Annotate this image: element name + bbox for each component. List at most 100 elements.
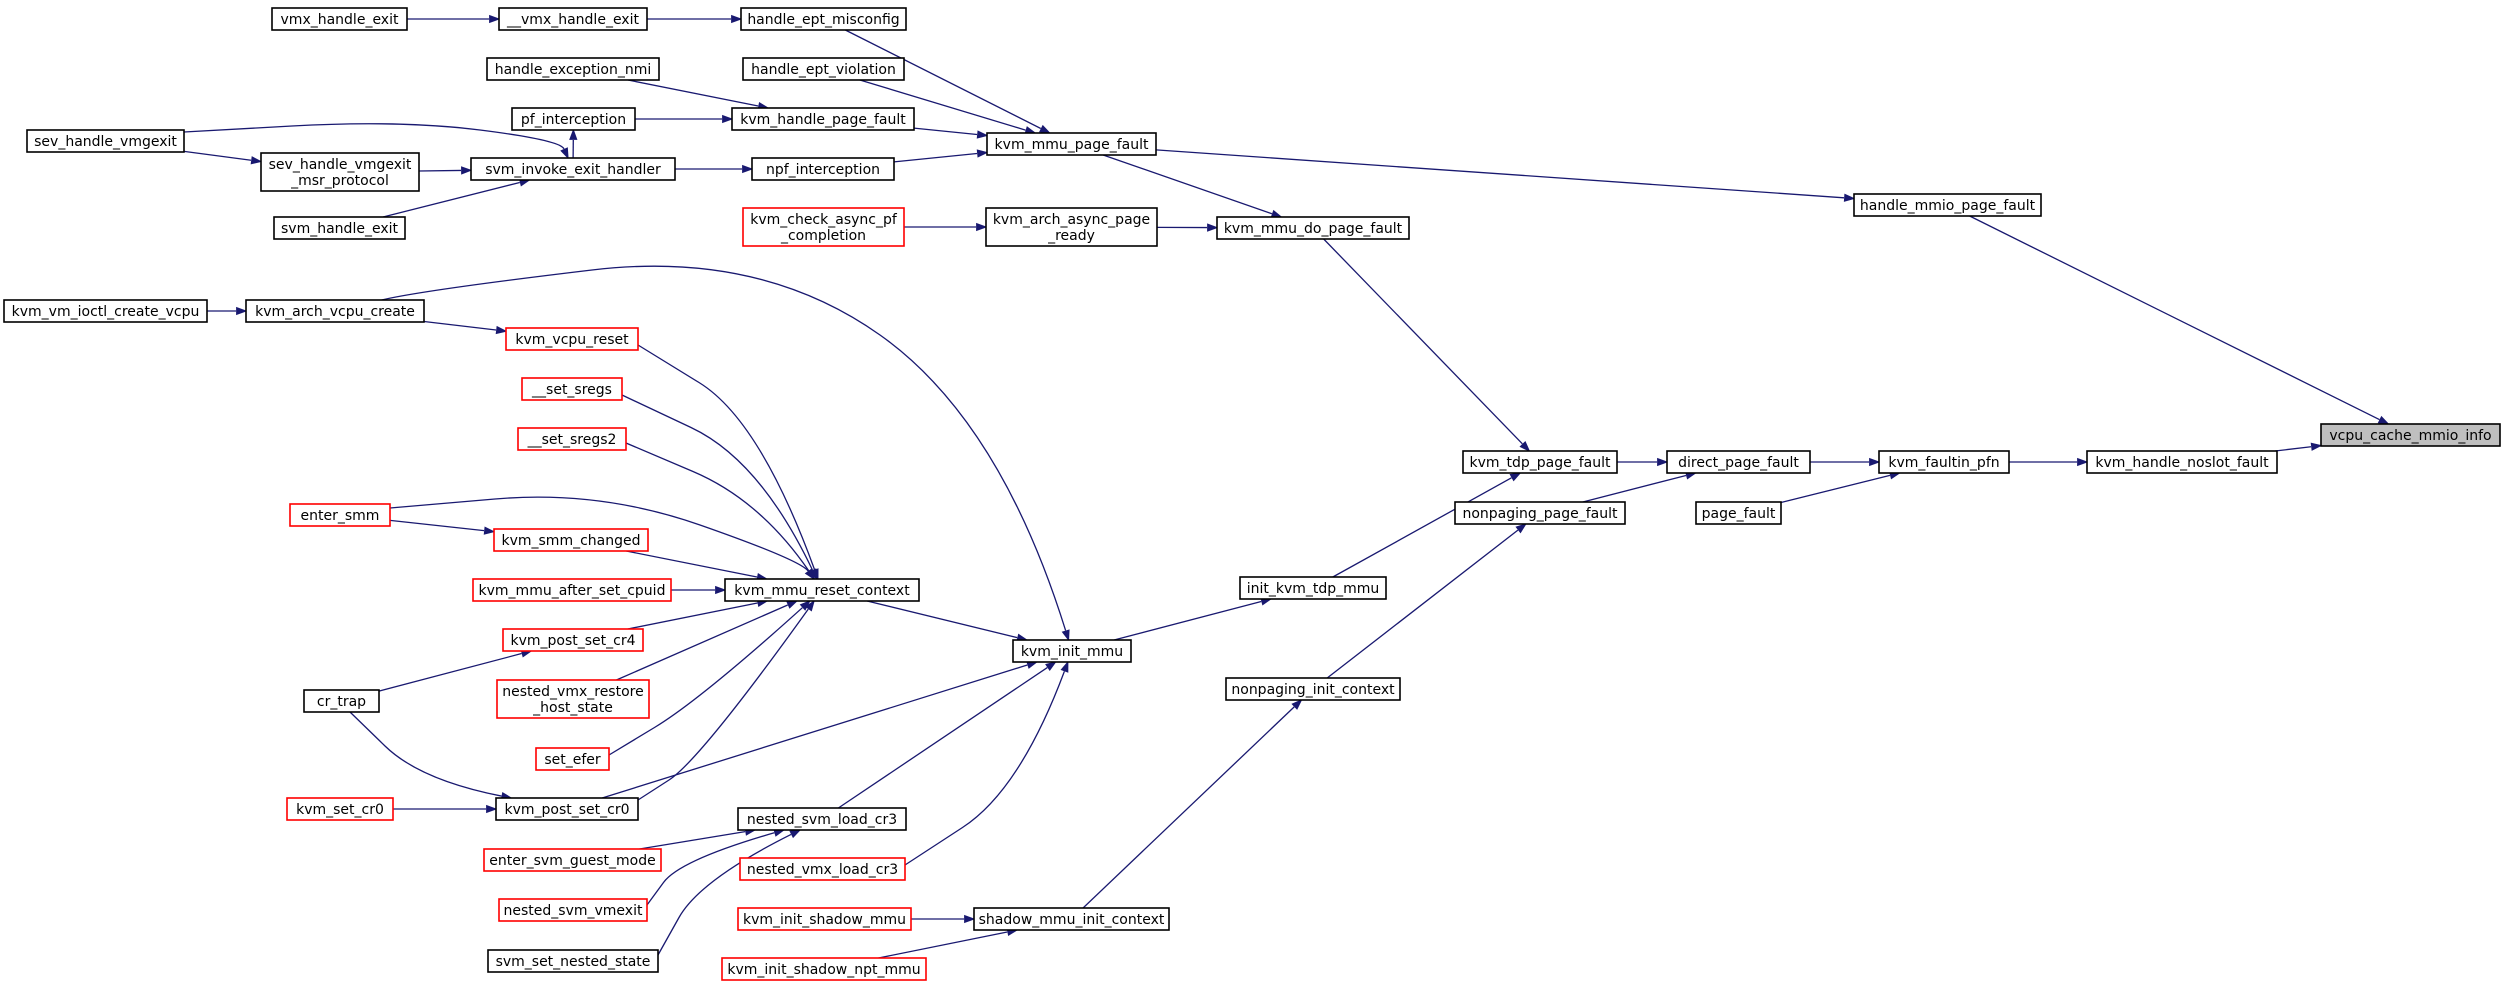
node-box[interactable] xyxy=(2086,450,2278,474)
node-box[interactable] xyxy=(731,107,915,131)
node-nested-vmx-load-cr3[interactable]: nested_vmx_load_cr3 xyxy=(739,857,906,881)
node-box[interactable] xyxy=(493,528,649,552)
node-nested-vmx-restore-host-state[interactable]: nested_vmx_restore_host_state xyxy=(496,679,650,719)
node-box[interactable] xyxy=(1695,501,1782,525)
node-vmx-handle-exit[interactable]: vmx_handle_exit xyxy=(271,7,408,31)
node-box[interactable] xyxy=(502,628,644,652)
node-box[interactable] xyxy=(26,129,185,153)
node-kvm-post-set-cr4[interactable]: kvm_post_set_cr4 xyxy=(502,628,644,652)
node-direct-page-fault[interactable]: direct_page_fault xyxy=(1666,450,1811,474)
node-kvm-init-shadow-npt-mmu[interactable]: kvm_init_shadow_npt_mmu xyxy=(721,957,927,981)
node-kvm-init-mmu[interactable]: kvm_init_mmu xyxy=(1012,639,1132,663)
node-box[interactable] xyxy=(3,299,208,323)
node-box[interactable] xyxy=(487,949,659,973)
node-box[interactable] xyxy=(286,797,394,821)
node-box[interactable] xyxy=(1666,450,1811,474)
node-box[interactable] xyxy=(470,157,676,181)
node-box[interactable] xyxy=(1216,216,1410,240)
node-box[interactable] xyxy=(1853,193,2042,217)
node-box[interactable] xyxy=(742,207,905,247)
node-enter-smm[interactable]: enter_smm xyxy=(289,503,391,527)
node-box[interactable] xyxy=(742,57,905,81)
node-box[interactable] xyxy=(245,299,425,323)
node-box[interactable] xyxy=(511,107,636,131)
node-svm-handle-exit[interactable]: svm_handle_exit xyxy=(273,216,406,240)
node-shadow-mmu-init-context[interactable]: shadow_mmu_init_context xyxy=(973,907,1170,931)
node-box[interactable] xyxy=(2320,423,2501,447)
node-kvm-post-set-cr0[interactable]: kvm_post_set_cr0 xyxy=(495,797,639,821)
node-kvm-vcpu-reset[interactable]: kvm_vcpu_reset xyxy=(505,327,639,351)
node-box[interactable] xyxy=(724,578,920,602)
node-set-efer[interactable]: set_efer xyxy=(535,747,610,771)
node-sev-handle-vmgexit[interactable]: sev_handle_vmgexit xyxy=(26,129,185,153)
node-handle-mmio-page-fault[interactable]: handle_mmio_page_fault xyxy=(1853,193,2042,217)
node-pf-interception[interactable]: pf_interception xyxy=(511,107,636,131)
node-kvm-tdp-page-fault[interactable]: kvm_tdp_page_fault xyxy=(1462,450,1618,474)
node-kvm-smm-changed[interactable]: kvm_smm_changed xyxy=(493,528,649,552)
node-box[interactable] xyxy=(486,57,660,81)
node-kvm-check-async-pf-completion[interactable]: kvm_check_async_pf_completion xyxy=(742,207,905,247)
node-box[interactable] xyxy=(1239,576,1387,600)
node-box[interactable] xyxy=(271,7,408,31)
node-vcpu-cache-mmio-info[interactable]: vcpu_cache_mmio_info xyxy=(2320,423,2501,447)
node-box[interactable] xyxy=(973,907,1170,931)
node-sev-handle-vmgexit-msr-protocol[interactable]: sev_handle_vmgexit_msr_protocol xyxy=(260,152,420,192)
node-npf-interception[interactable]: npf_interception xyxy=(751,157,895,181)
node-set-sregs2[interactable]: __set_sregs2 xyxy=(517,427,627,451)
node-box[interactable] xyxy=(517,427,627,451)
node-box[interactable] xyxy=(737,907,912,931)
node-nested-svm-vmexit[interactable]: nested_svm_vmexit xyxy=(498,898,648,922)
node-box[interactable] xyxy=(721,957,927,981)
node-nested-svm-load-cr3[interactable]: nested_svm_load_cr3 xyxy=(737,807,907,831)
node-kvm-set-cr0[interactable]: kvm_set_cr0 xyxy=(286,797,394,821)
node-box[interactable] xyxy=(985,207,1158,247)
node-box[interactable] xyxy=(1878,450,2010,474)
node-box[interactable] xyxy=(496,679,650,719)
node-box[interactable] xyxy=(289,503,391,527)
node-box[interactable] xyxy=(739,857,906,881)
node-box[interactable] xyxy=(273,216,406,240)
node-kvm-handle-page-fault[interactable]: kvm_handle_page_fault xyxy=(731,107,915,131)
node-box[interactable] xyxy=(505,327,639,351)
node-svm-set-nested-state[interactable]: svm_set_nested_state xyxy=(487,949,659,973)
node-box[interactable] xyxy=(521,377,623,401)
node-box[interactable] xyxy=(1454,501,1626,525)
node-kvm-faultin-pfn[interactable]: kvm_faultin_pfn xyxy=(1878,450,2010,474)
node-box[interactable] xyxy=(1012,639,1132,663)
node-box[interactable] xyxy=(472,578,672,602)
node-box[interactable] xyxy=(737,807,907,831)
node-page-fault[interactable]: page_fault xyxy=(1695,501,1782,525)
node-box[interactable] xyxy=(498,7,648,31)
node-handle-ept-misconfig[interactable]: handle_ept_misconfig xyxy=(740,7,907,31)
node-box[interactable] xyxy=(498,898,648,922)
node-box[interactable] xyxy=(1225,677,1401,701)
node-box[interactable] xyxy=(986,132,1157,156)
node-nonpaging-init-context[interactable]: nonpaging_init_context xyxy=(1225,677,1401,701)
node-handle-exception-nmi[interactable]: handle_exception_nmi xyxy=(486,57,660,81)
node-handle-ept-violation[interactable]: handle_ept_violation xyxy=(742,57,905,81)
node-set-sregs[interactable]: __set_sregs xyxy=(521,377,623,401)
node-kvm-mmu-reset-context[interactable]: kvm_mmu_reset_context xyxy=(724,578,920,602)
node-init-kvm-tdp-mmu[interactable]: init_kvm_tdp_mmu xyxy=(1239,576,1387,600)
node-box[interactable] xyxy=(535,747,610,771)
node-kvm-mmu-page-fault[interactable]: kvm_mmu_page_fault xyxy=(986,132,1157,156)
node-vmx-handle-exit-2[interactable]: __vmx_handle_exit xyxy=(498,7,648,31)
node-box[interactable] xyxy=(303,689,380,713)
node-kvm-arch-async-page-ready[interactable]: kvm_arch_async_page_ready xyxy=(985,207,1158,247)
node-kvm-vm-ioctl-create-vcpu[interactable]: kvm_vm_ioctl_create_vcpu xyxy=(3,299,208,323)
node-nonpaging-page-fault[interactable]: nonpaging_page_fault xyxy=(1454,501,1626,525)
node-box[interactable] xyxy=(495,797,639,821)
node-box[interactable] xyxy=(751,157,895,181)
node-box[interactable] xyxy=(483,848,662,872)
node-box[interactable] xyxy=(260,152,420,192)
node-enter-svm-guest-mode[interactable]: enter_svm_guest_mode xyxy=(483,848,662,872)
node-cr-trap[interactable]: cr_trap xyxy=(303,689,380,713)
node-kvm-init-shadow-mmu[interactable]: kvm_init_shadow_mmu xyxy=(737,907,912,931)
node-box[interactable] xyxy=(740,7,907,31)
node-svm-invoke-exit-handler[interactable]: svm_invoke_exit_handler xyxy=(470,157,676,181)
node-kvm-handle-noslot-fault[interactable]: kvm_handle_noslot_fault xyxy=(2086,450,2278,474)
node-kvm-mmu-after-set-cpuid[interactable]: kvm_mmu_after_set_cpuid xyxy=(472,578,672,602)
node-box[interactable] xyxy=(1462,450,1618,474)
node-kvm-arch-vcpu-create[interactable]: kvm_arch_vcpu_create xyxy=(245,299,425,323)
node-kvm-mmu-do-page-fault[interactable]: kvm_mmu_do_page_fault xyxy=(1216,216,1410,240)
